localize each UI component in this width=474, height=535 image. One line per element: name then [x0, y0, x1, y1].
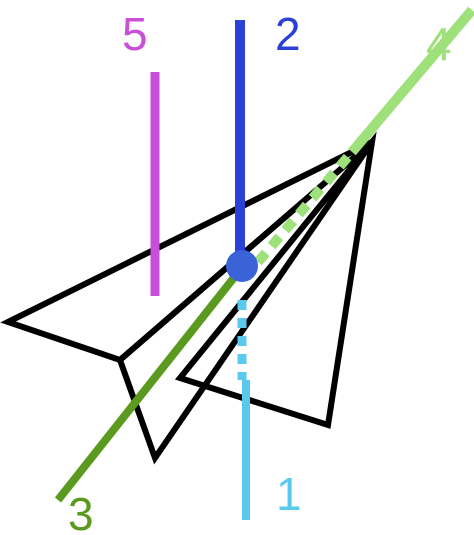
plane-right-wing [174, 131, 377, 429]
label-5: 5 [122, 8, 148, 60]
line-4-dotted [254, 148, 356, 266]
label-3: 3 [68, 488, 94, 535]
line-3 [54, 267, 244, 503]
label-4: 4 [426, 18, 452, 70]
label-1: 1 [276, 468, 302, 520]
line-4 [348, 6, 474, 156]
label-2: 2 [275, 8, 301, 60]
pivot-point [226, 250, 258, 282]
